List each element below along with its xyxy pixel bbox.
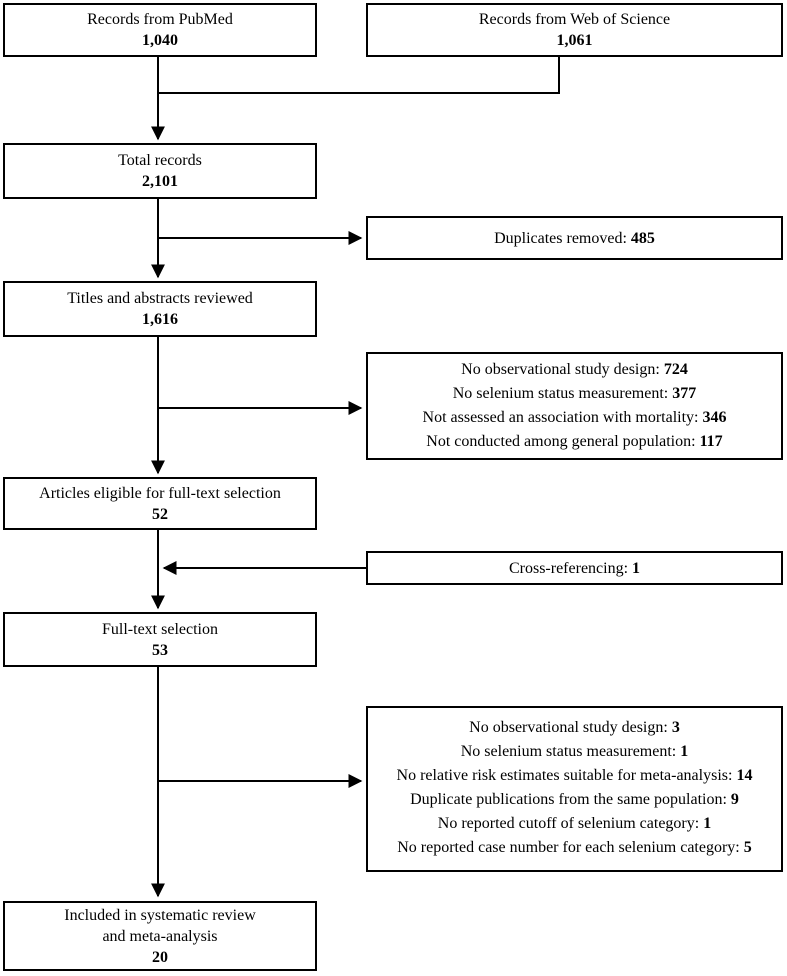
crossref-count: 1 bbox=[632, 559, 641, 577]
box-eligible-fulltext-label: Articles eligible for full-text selectio… bbox=[39, 484, 281, 502]
exclusion-screening-item: No selenium status measurement: 377 bbox=[452, 385, 697, 402]
crossref-label: Cross-referencing: bbox=[508, 559, 633, 577]
exclusion-fulltext-item: No selenium status measurement: 1 bbox=[460, 743, 689, 760]
exclusion-fulltext-item: Duplicate publications from the same pop… bbox=[410, 791, 739, 808]
box-records-pubmed: Records from PubMed 1,040 bbox=[3, 3, 317, 57]
box-fulltext-selection-label: Full-text selection bbox=[102, 620, 218, 638]
box-records-wos-count: 1,061 bbox=[556, 32, 593, 49]
box-included-count: 20 bbox=[152, 948, 168, 966]
box-total-records: Total records 2,101 bbox=[3, 143, 317, 199]
box-records-pubmed-label: Records from PubMed bbox=[87, 11, 233, 28]
exclusion-fulltext-item: No reported case number for each seleniu… bbox=[397, 839, 752, 856]
box-titles-abstracts-count: 1,616 bbox=[142, 311, 178, 328]
box-fulltext-selection-count: 53 bbox=[152, 641, 168, 659]
box-total-records-label: Total records bbox=[118, 152, 202, 169]
exclusion-fulltext-item: No reported cutoff of selenium category:… bbox=[437, 815, 712, 832]
box-total-records-count: 2,101 bbox=[142, 173, 178, 190]
box-titles-abstracts: Titles and abstracts reviewed 1,616 bbox=[3, 281, 317, 337]
box-duplicates-removed: Duplicates removed: 485 bbox=[366, 216, 783, 260]
duplicates-count: 485 bbox=[630, 229, 655, 247]
box-duplicates-removed-line: Duplicates removed: 485 bbox=[494, 228, 655, 249]
connector-wos-merge bbox=[158, 57, 560, 94]
box-included-label-line2: and meta-analysis bbox=[102, 927, 218, 945]
box-exclusion-screening: No observational study design: 724 No se… bbox=[366, 352, 783, 460]
duplicates-label: Duplicates removed: bbox=[494, 229, 631, 247]
exclusion-fulltext-item: No relative risk estimates suitable for … bbox=[396, 767, 753, 784]
box-records-wos: Records from Web of Science 1,061 bbox=[366, 3, 783, 57]
exclusion-screening-item: Not assessed an association with mortali… bbox=[422, 409, 727, 426]
box-exclusion-fulltext: No observational study design: 3 No sele… bbox=[366, 706, 783, 872]
box-eligible-fulltext: Articles eligible for full-text selectio… bbox=[3, 477, 317, 530]
box-fulltext-selection: Full-text selection 53 bbox=[3, 612, 317, 667]
box-records-pubmed-count: 1,040 bbox=[142, 32, 178, 49]
box-titles-abstracts-label: Titles and abstracts reviewed bbox=[67, 290, 253, 307]
box-cross-referencing-line: Cross-referencing: 1 bbox=[509, 558, 640, 579]
exclusion-screening-item: Not conducted among general population: … bbox=[426, 433, 723, 450]
box-eligible-fulltext-count: 52 bbox=[152, 505, 168, 523]
exclusion-fulltext-item: No observational study design: 3 bbox=[469, 719, 680, 736]
box-cross-referencing: Cross-referencing: 1 bbox=[366, 551, 783, 585]
box-included: Included in systematic review and meta-a… bbox=[3, 901, 317, 971]
box-included-label-line1: Included in systematic review bbox=[64, 906, 256, 924]
box-records-wos-label: Records from Web of Science bbox=[478, 11, 671, 28]
exclusion-screening-item: No observational study design: 724 bbox=[461, 361, 688, 378]
